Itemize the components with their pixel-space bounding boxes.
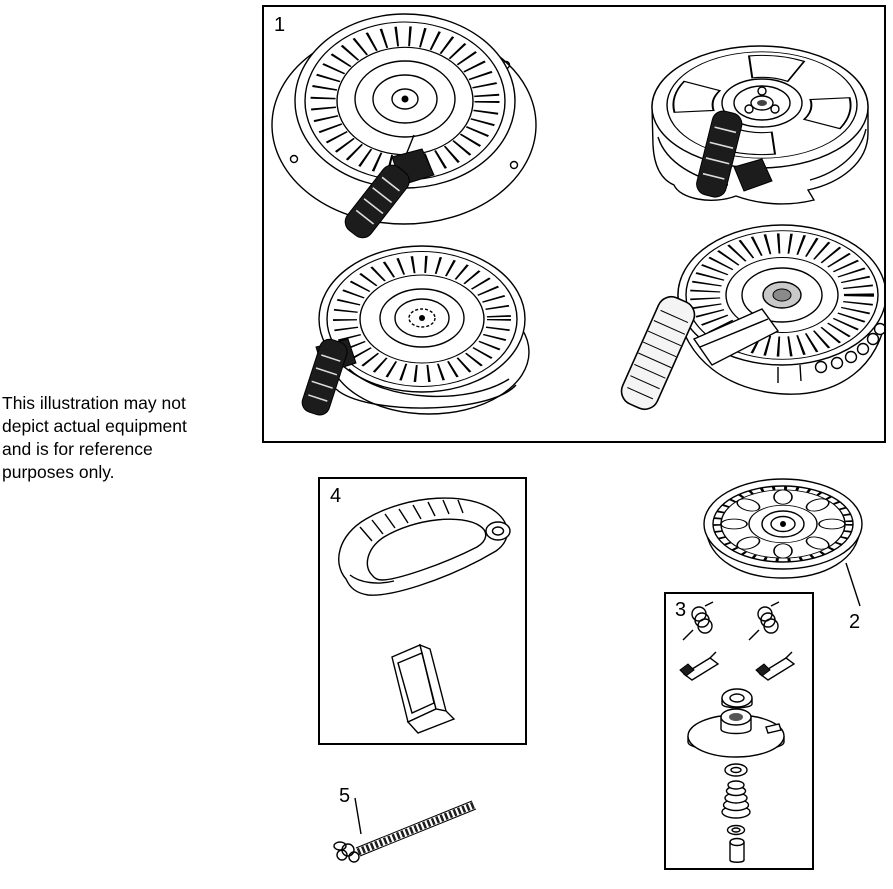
callout-5: 5	[339, 785, 351, 807]
parts-group-3-frame: 3	[664, 592, 814, 870]
callout-4: 4	[330, 485, 342, 507]
callout-2: 2	[849, 611, 861, 633]
leader-line-2	[845, 562, 861, 607]
starter-grip-b	[696, 110, 743, 198]
disclaimer-line: purposes only.	[2, 462, 115, 482]
parts-group-4-frame: 4	[318, 477, 527, 745]
starter-rope-illustration	[333, 797, 477, 863]
starter-handle-illustration	[338, 497, 511, 734]
starter-pulley-illustration	[703, 478, 863, 607]
recoil-spring-right	[748, 601, 780, 641]
disclaimer-line: This illustration may not	[2, 393, 186, 413]
handle-rope-insert	[391, 643, 456, 734]
starter-grip-a	[344, 164, 410, 239]
disclaimer-line: depict actual equipment	[2, 416, 187, 436]
starter-assembly-view-b	[651, 45, 869, 205]
parts-group-1-frame: 1	[262, 5, 886, 443]
starter-grip-c	[301, 338, 348, 416]
disclaimer-line: and is for reference	[2, 439, 153, 459]
hardware-kit-illustration	[679, 601, 796, 863]
callout-1: 1	[274, 14, 286, 36]
starter-handle	[338, 497, 511, 596]
retaining-ring	[726, 824, 746, 836]
starter-assembly-view-c	[301, 245, 530, 416]
recoil-spring-left	[682, 601, 714, 641]
starter-assembly-view-d	[620, 224, 884, 411]
center-pin	[729, 837, 745, 863]
starter-assembly-view-a	[271, 13, 537, 239]
starter-pawl-right	[755, 651, 796, 681]
leader-line-5	[354, 797, 362, 835]
starter-pulley	[703, 478, 863, 607]
starter-pawl-left	[679, 651, 720, 681]
flat-washer	[724, 763, 748, 777]
recoil-starter-assembly-views-illustration	[271, 13, 884, 416]
starter-rope	[333, 797, 477, 863]
disclaimer-text: This illustration may not depict actual …	[2, 392, 248, 484]
callout-3: 3	[675, 599, 687, 621]
hub-grommet	[721, 688, 753, 709]
starter-grip-d	[620, 295, 696, 411]
pawl-retainer-disc	[687, 708, 785, 758]
cone-spring	[721, 780, 751, 819]
